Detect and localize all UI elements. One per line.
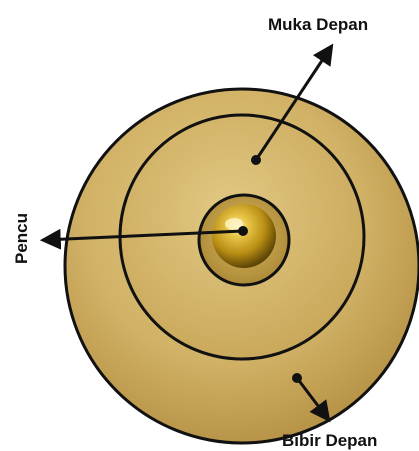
label-rim: Bibir Depan xyxy=(282,431,377,450)
label-boss: Pencu xyxy=(12,213,31,264)
gong xyxy=(65,89,419,443)
label-face: Muka Depan xyxy=(268,15,368,34)
gong-boss xyxy=(212,204,276,268)
